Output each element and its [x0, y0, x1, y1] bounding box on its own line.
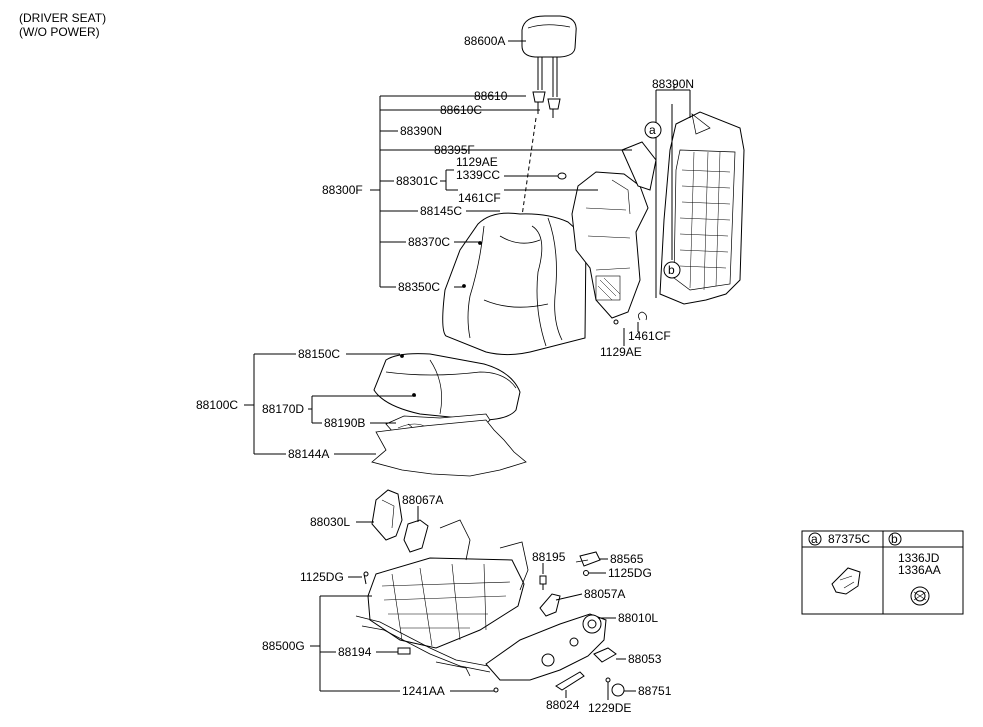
back-panel-drawing	[659, 111, 745, 305]
label-88610[interactable]: 88610	[474, 89, 508, 103]
inset-b-letter: b	[891, 532, 898, 546]
label-88100C[interactable]: 88100C	[196, 398, 239, 412]
label-1229DE[interactable]: 1229DE	[588, 701, 632, 715]
label-88565[interactable]: 88565	[610, 552, 644, 566]
label-1339CC[interactable]: 1339CC	[456, 168, 501, 182]
label-1125DG-right[interactable]: 1125DG	[608, 566, 652, 580]
label-1241AA[interactable]: 1241AA	[402, 684, 445, 698]
label-88751[interactable]: 88751	[638, 684, 672, 698]
label-1129AE-bottom[interactable]: 1129AE	[600, 345, 642, 359]
inset-legend-box	[801, 530, 964, 615]
leader-lines	[244, 40, 691, 700]
callout-a-circle	[644, 121, 662, 139]
track-covers-drawing	[371, 489, 429, 553]
label-88170D[interactable]: 88170D	[262, 402, 305, 416]
label-88610C[interactable]: 88610C	[440, 103, 483, 117]
label-1129AE-top[interactable]: 1129AE	[456, 155, 498, 169]
label-88390N[interactable]: 88390N	[400, 124, 443, 138]
label-88395F[interactable]: 88395F	[434, 143, 475, 157]
label-88194[interactable]: 88194	[338, 645, 372, 659]
label-1461CF-bottom[interactable]: 1461CF	[628, 329, 671, 343]
seat-track-drawing	[355, 519, 529, 677]
headrest-drawing	[519, 15, 577, 231]
label-1461CF-top[interactable]: 1461CF	[458, 191, 501, 205]
label-88057A[interactable]: 88057A	[584, 587, 626, 601]
header-line-1: (DRIVER SEAT)	[19, 11, 107, 25]
inset-a-letter: a	[811, 532, 818, 546]
label-88350C[interactable]: 88350C	[398, 280, 441, 294]
label-88500G[interactable]: 88500G	[262, 639, 305, 653]
label-88600A[interactable]: 88600A	[464, 34, 506, 48]
label-88145C[interactable]: 88145C	[420, 204, 463, 218]
label-88030L[interactable]: 88030L	[310, 515, 351, 529]
label-88300F[interactable]: 88300F	[322, 183, 363, 197]
inset-b-part-2[interactable]: 1336AA	[898, 563, 941, 577]
label-88370C[interactable]: 88370C	[408, 235, 451, 249]
label-88301C[interactable]: 88301C	[396, 174, 439, 188]
label-88390N-top[interactable]: 88390N	[652, 77, 695, 91]
label-88024[interactable]: 88024	[546, 698, 580, 712]
inset-b-part-1[interactable]: 1336JD	[898, 551, 940, 565]
callout-b-circle	[663, 261, 681, 279]
label-88195[interactable]: 88195	[532, 550, 566, 564]
back-frame-drawing	[557, 141, 657, 325]
seat-back-drawing	[442, 212, 587, 356]
label-88010L[interactable]: 88010L	[618, 611, 659, 625]
callout-b-letter: b	[668, 263, 675, 277]
label-88067A[interactable]: 88067A	[402, 493, 444, 507]
callout-a-letter: a	[649, 123, 656, 137]
label-88053[interactable]: 88053	[628, 652, 662, 666]
label-88190B[interactable]: 88190B	[324, 416, 366, 430]
header-line-2: (W/O POWER)	[19, 25, 100, 39]
side-parts-drawing	[485, 551, 625, 697]
label-88150C[interactable]: 88150C	[298, 347, 341, 361]
label-1125DG-left[interactable]: 1125DG	[300, 570, 344, 584]
label-88144A[interactable]: 88144A	[288, 447, 330, 461]
seat-cushion-drawing	[371, 353, 527, 477]
inset-a-part[interactable]: 87375C	[828, 532, 871, 546]
